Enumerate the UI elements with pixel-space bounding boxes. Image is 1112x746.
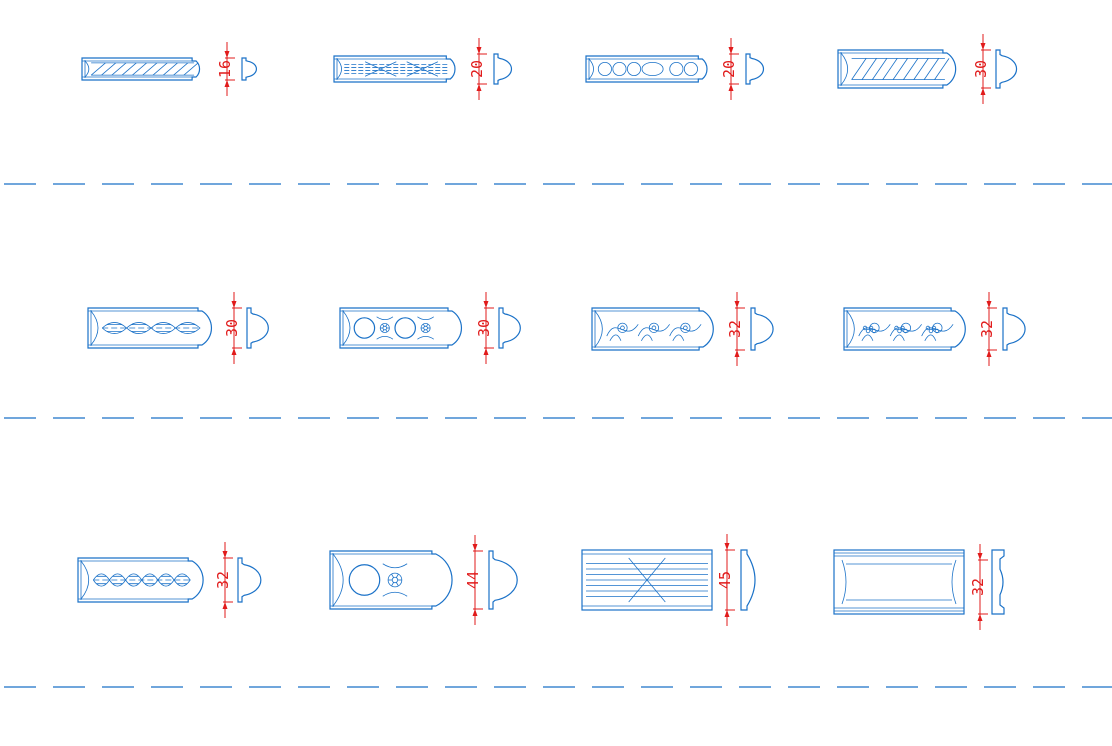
molding-detail-10: 44 (329, 535, 518, 625)
molding-detail-4: 30 (837, 34, 1018, 104)
dimension-label: 32 (726, 320, 744, 338)
dimension-marker: 45 (716, 534, 735, 626)
dimension-marker: 30 (475, 292, 494, 364)
dimension-label: 45 (716, 571, 734, 589)
molding-elevation (837, 49, 957, 89)
dimension-marker: 32 (969, 544, 988, 630)
dimension-marker: 32 (726, 292, 745, 366)
molding-profile (995, 49, 1018, 89)
molding-detail-3: 20 (585, 38, 765, 100)
molding-elevation (333, 55, 456, 83)
dimension-label: 30 (475, 319, 493, 337)
dimension-label: 20 (468, 60, 486, 78)
molding-elevation (87, 307, 212, 349)
molding-elevation (581, 549, 713, 611)
molding-profile (750, 307, 774, 351)
molding-detail-7: 32 (591, 292, 774, 366)
molding-detail-11: 45 (581, 534, 756, 626)
molding-profile (493, 53, 513, 85)
dimension-label: 30 (223, 319, 241, 337)
dimension-label: 32 (214, 571, 232, 589)
molding-detail-5: 30 (87, 292, 269, 364)
molding-profile (498, 307, 521, 349)
dimension-marker: 30 (972, 34, 991, 104)
dimension-marker: 16 (216, 42, 235, 96)
molding-profile (488, 550, 518, 610)
molding-elevation (591, 307, 714, 351)
dimension-label: 44 (464, 571, 482, 589)
molding-detail-12: 32 (833, 544, 1005, 630)
dimension-marker: 20 (468, 38, 487, 100)
dimension-marker: 44 (464, 535, 483, 625)
dimension-marker: 32 (978, 292, 997, 366)
dimension-marker: 32 (214, 542, 233, 618)
dimension-marker: 20 (720, 38, 739, 100)
dashed-separator-lines (4, 183, 1112, 688)
dimension-label: 20 (720, 60, 738, 78)
molding-profile (1002, 307, 1026, 351)
dimension-marker: 30 (223, 292, 242, 364)
molding-elevation (329, 550, 453, 610)
molding-elevation (77, 557, 204, 603)
molding-elevation (339, 307, 462, 349)
molding-profile (246, 307, 269, 349)
molding-profile (991, 549, 1005, 615)
dimension-label: 32 (969, 578, 987, 596)
molding-profile (745, 53, 765, 85)
molding-detail-1: 16 (81, 42, 257, 96)
molding-elevation (81, 57, 201, 81)
dimension-label: 30 (972, 60, 990, 78)
molding-elevation (843, 307, 966, 351)
molding-elevation (833, 549, 965, 615)
molding-detail-6: 30 (339, 292, 521, 364)
dimension-label: 16 (216, 60, 234, 78)
molding-profile (740, 549, 756, 611)
molding-profile (237, 557, 262, 603)
molding-detail-8: 32 (843, 292, 1026, 366)
molding-detail-9: 32 (77, 542, 262, 618)
molding-elevation (585, 55, 708, 83)
molding-profile (241, 57, 257, 81)
dimension-label: 32 (978, 320, 996, 338)
molding-detail-2: 20 (333, 38, 513, 100)
